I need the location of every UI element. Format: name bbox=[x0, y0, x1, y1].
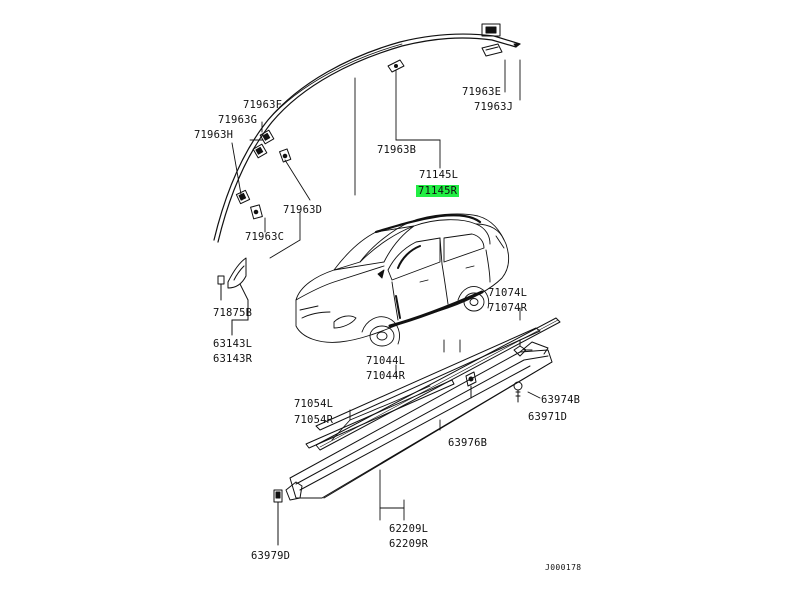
label-63979D: 63979D bbox=[251, 550, 291, 562]
label-71963J: 71963J bbox=[474, 101, 514, 113]
clip-63979D bbox=[273, 489, 283, 546]
label-62209R: 62209R bbox=[389, 538, 429, 550]
roof-clip-71963D bbox=[279, 148, 292, 163]
label-71044R: 71044R bbox=[366, 370, 406, 382]
label-71963G: 71963G bbox=[218, 114, 258, 126]
roof-clip-71963B bbox=[387, 59, 405, 73]
label-71074R: 71074R bbox=[488, 302, 528, 314]
diagram-id: J000178 bbox=[545, 563, 582, 572]
roof-moulding-71145 bbox=[213, 33, 521, 243]
label-71963D: 71963D bbox=[283, 204, 323, 216]
label-71963C: 71963C bbox=[245, 231, 285, 243]
roof-clip-71963F bbox=[259, 129, 275, 145]
label-71145L: 71145L bbox=[419, 169, 459, 181]
belt-moulding-71054 bbox=[305, 379, 455, 449]
roof-clip-71963G bbox=[252, 143, 268, 159]
label-71145R-highlighted[interactable]: 71145R bbox=[416, 185, 460, 197]
roof-clip-71963E bbox=[481, 43, 503, 57]
label-63143L: 63143L bbox=[213, 338, 253, 350]
label-63976B: 63976B bbox=[448, 437, 488, 449]
label-71963F: 71963F bbox=[243, 99, 283, 111]
roof-clip-71963C bbox=[250, 204, 263, 220]
side-sill-62209 bbox=[285, 341, 553, 501]
label-71963B: 71963B bbox=[377, 144, 417, 156]
leader-lines-roof bbox=[231, 59, 521, 259]
label-71054R: 71054R bbox=[294, 414, 334, 426]
roof-clip-71963H bbox=[235, 189, 251, 205]
label-63971D: 63971D bbox=[528, 411, 568, 423]
belt-moulding-71044 bbox=[315, 327, 541, 431]
corner-garnish-71875B bbox=[217, 257, 249, 336]
label-63143R: 63143R bbox=[213, 353, 253, 365]
label-71963H: 71963H bbox=[194, 129, 234, 141]
label-71074L: 71074L bbox=[488, 287, 528, 299]
screw-63971D bbox=[513, 381, 523, 403]
label-71875B: 71875B bbox=[213, 307, 253, 319]
clip-63974B bbox=[513, 339, 533, 357]
roof-clip-71963J bbox=[481, 23, 501, 37]
label-62209L: 62209L bbox=[389, 523, 429, 535]
leader-lines-lower bbox=[331, 307, 541, 521]
label-71044L: 71044L bbox=[366, 355, 406, 367]
label-71963E: 71963E bbox=[462, 86, 502, 98]
label-71054L: 71054L bbox=[294, 398, 334, 410]
car-body bbox=[295, 213, 510, 347]
clip-63976B bbox=[465, 371, 477, 399]
label-63974B: 63974B bbox=[541, 394, 581, 406]
